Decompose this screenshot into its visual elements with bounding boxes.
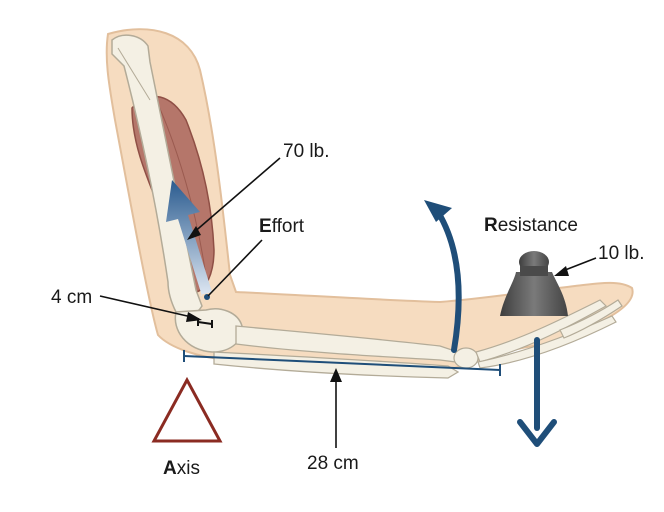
effort-arm-line	[197, 321, 213, 325]
leader-4cm	[99, 295, 197, 319]
leader-28cm-head	[330, 368, 342, 382]
leader-effort	[207, 239, 263, 297]
leader-70lb-head	[187, 226, 201, 240]
shoulder-tendon	[117, 47, 151, 101]
label-axis-rest: xis	[177, 458, 200, 479]
leader-4cm-head	[186, 312, 202, 322]
label-10lb: 10 lb.	[598, 243, 644, 264]
resistance-arm-line	[183, 355, 501, 371]
axis-triangle	[151, 376, 223, 443]
label-70lb: 70 lb.	[283, 141, 329, 162]
motion-arrow-head	[424, 200, 452, 222]
hand-bones	[453, 299, 623, 369]
resistance-arrow-head	[517, 419, 557, 447]
label-resistance: Resistance	[484, 215, 578, 236]
muscle-fiber	[157, 103, 206, 271]
label-effort: Effort	[259, 216, 305, 237]
label-resistance-initial: R	[484, 215, 498, 236]
label-axis: Axis	[163, 458, 200, 479]
leader-10lb-head	[554, 266, 569, 276]
label-effort-initial: E	[259, 216, 272, 237]
motion-arrow	[435, 209, 462, 353]
ulna-bone	[213, 351, 460, 379]
leader-70lb	[191, 157, 281, 235]
label-axis-initial: A	[163, 458, 177, 479]
label-28cm: 28 cm	[307, 453, 359, 474]
label-4cm: 4 cm	[51, 287, 92, 308]
label-effort-rest: ffort	[272, 216, 305, 237]
label-resistance-rest: esistance	[498, 215, 578, 236]
weight	[500, 251, 568, 316]
